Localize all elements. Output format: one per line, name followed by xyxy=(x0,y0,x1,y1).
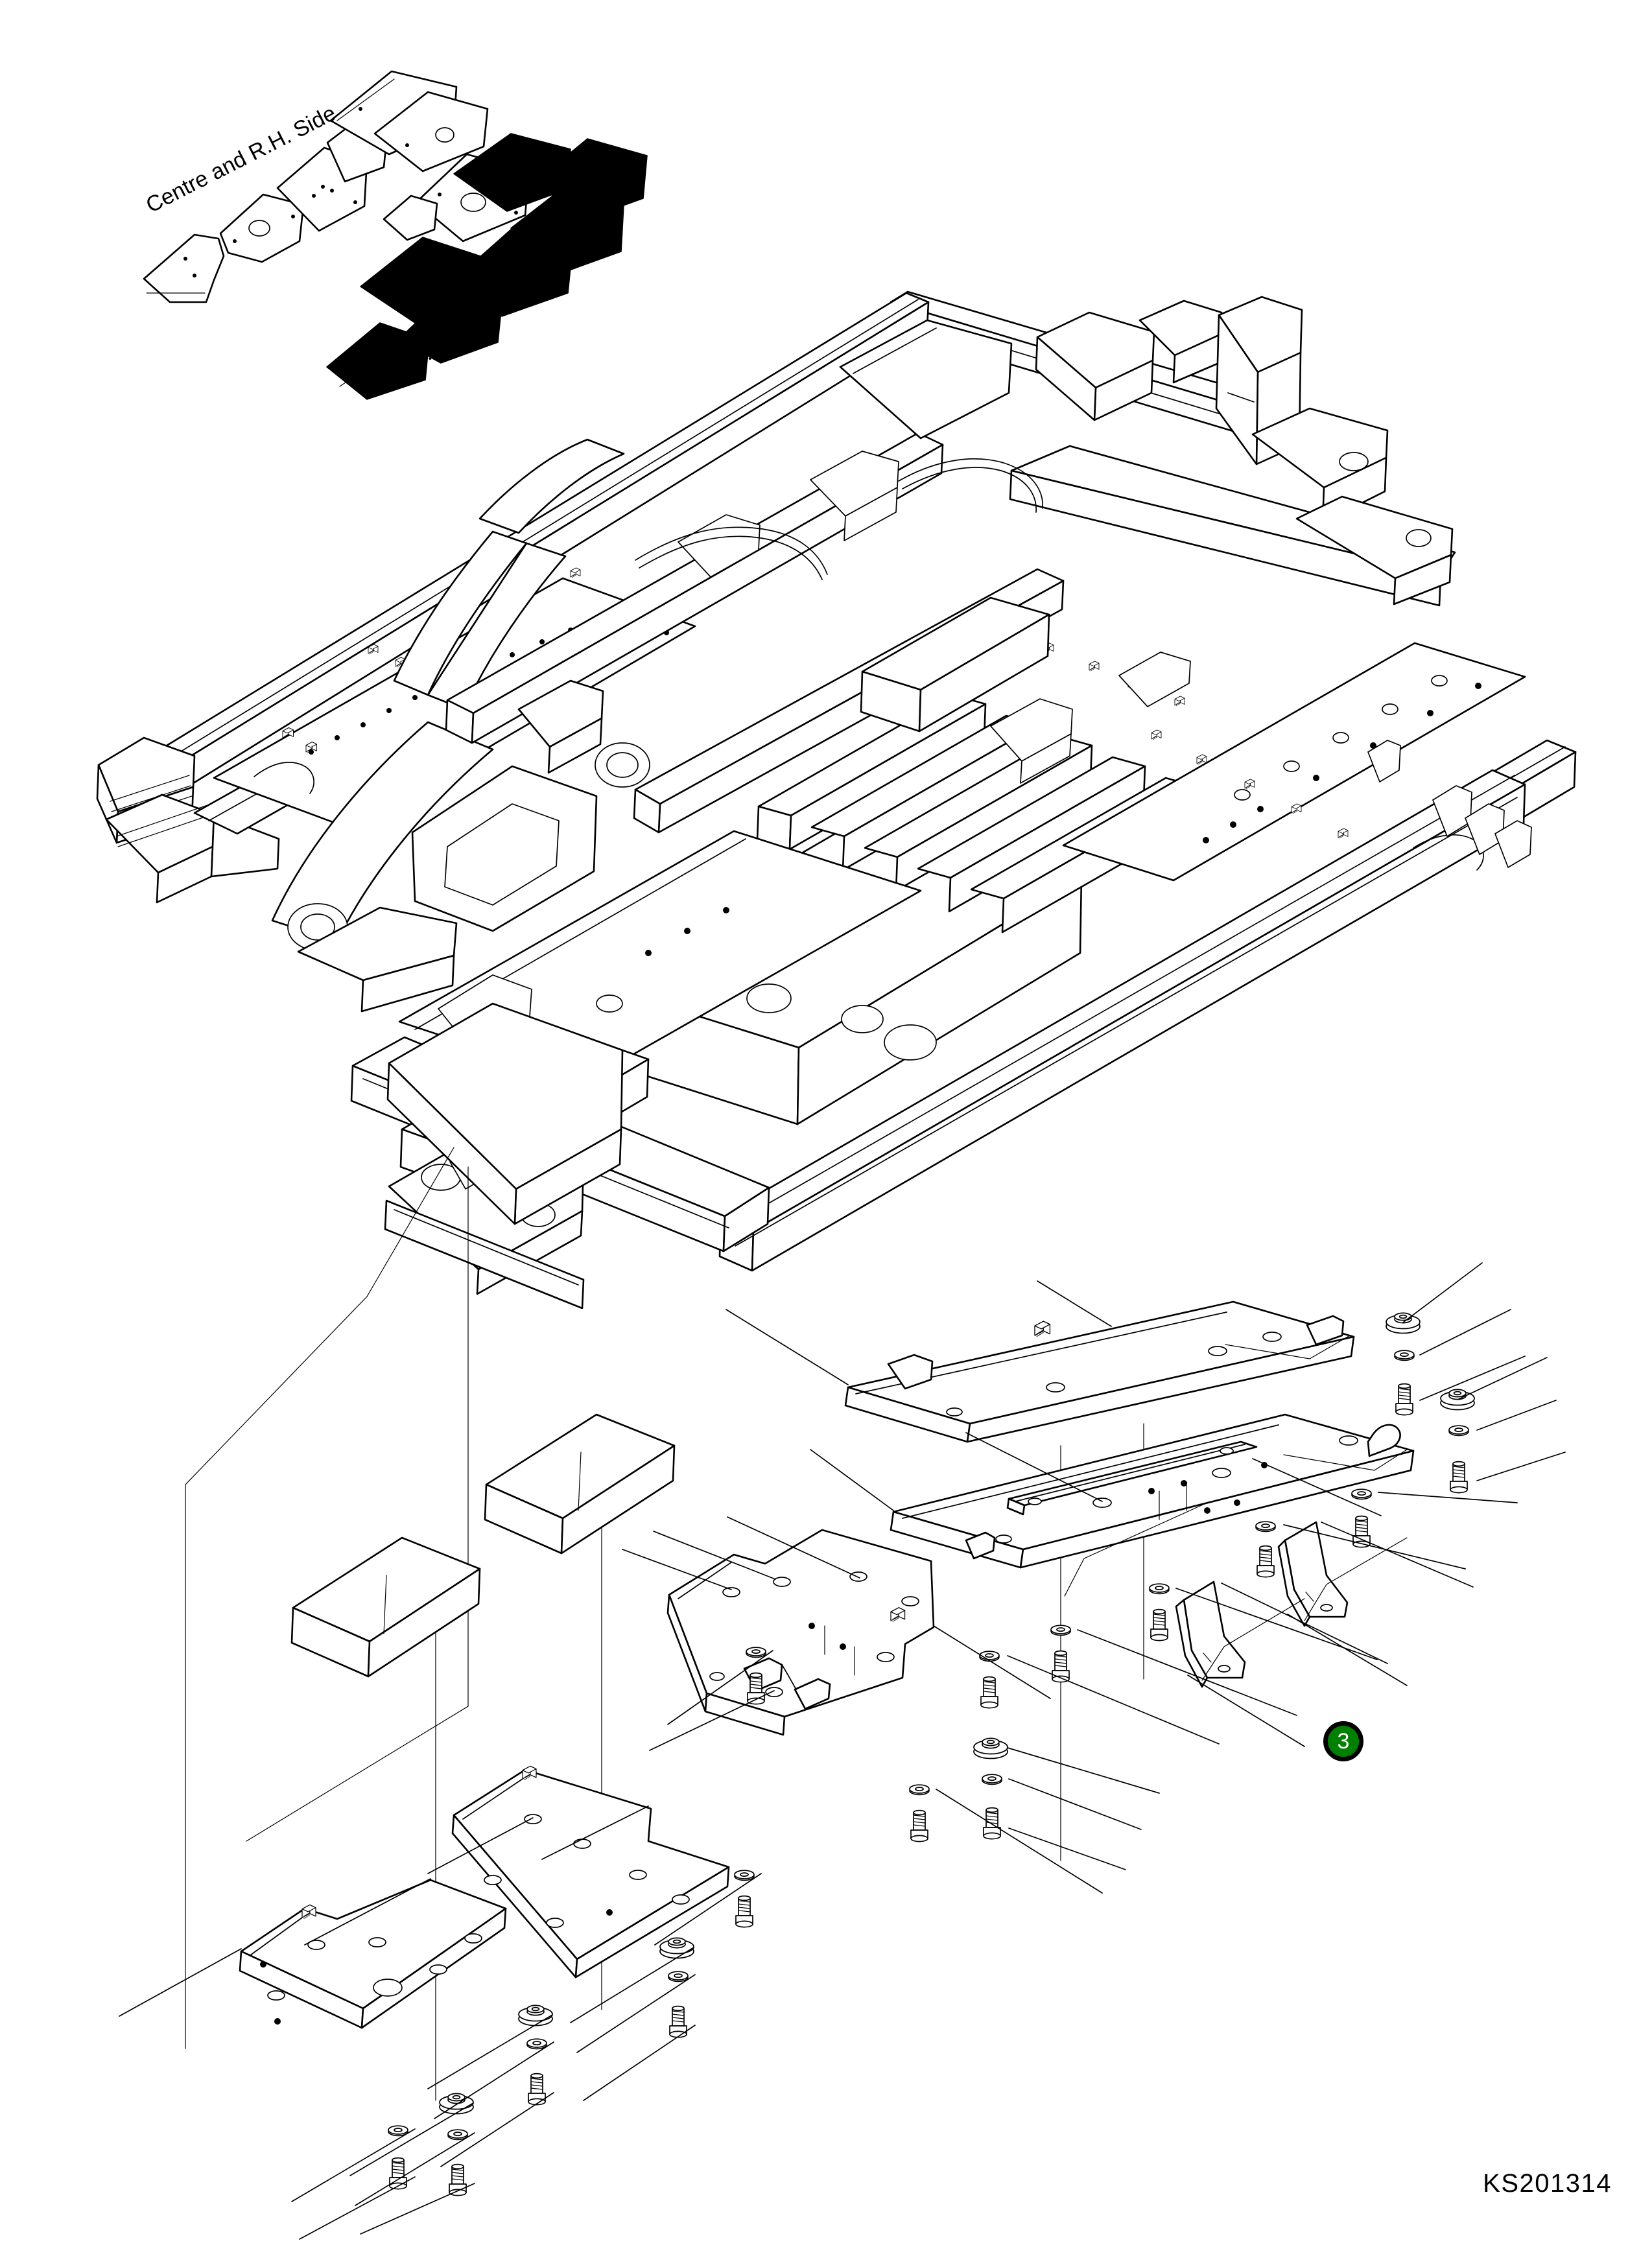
pad-block-lower xyxy=(290,1536,481,1678)
mat-outline-group xyxy=(143,70,530,303)
callout-badge-3[interactable]: 3 xyxy=(1323,1721,1363,1761)
mat-filled-group xyxy=(326,133,648,400)
cover-plate-rear-lower xyxy=(890,1413,1415,1569)
inset-mat-layout xyxy=(143,70,648,400)
mount-pad-group xyxy=(678,451,1191,784)
cover-plate-lower-mid xyxy=(451,1765,730,1979)
cover-spine-strip xyxy=(1006,1440,1258,1516)
main-frame-assembly xyxy=(96,290,1577,1842)
cover-plate-middle xyxy=(667,1529,935,1736)
cover-plate-rear-upper xyxy=(844,1300,1355,1443)
rear-bracket-group xyxy=(1367,740,1532,868)
angle-bracket-lower xyxy=(1175,1581,1246,1688)
cover-plate-bottom-left xyxy=(239,1879,507,2029)
pad-block-upper xyxy=(484,1413,676,1555)
drawing-number: KS201314 xyxy=(1483,2169,1612,2198)
leader-line-group xyxy=(119,1262,1566,2240)
exploded-cover-assembly xyxy=(119,1262,1566,2240)
angle-bracket-upper xyxy=(1277,1521,1349,1627)
